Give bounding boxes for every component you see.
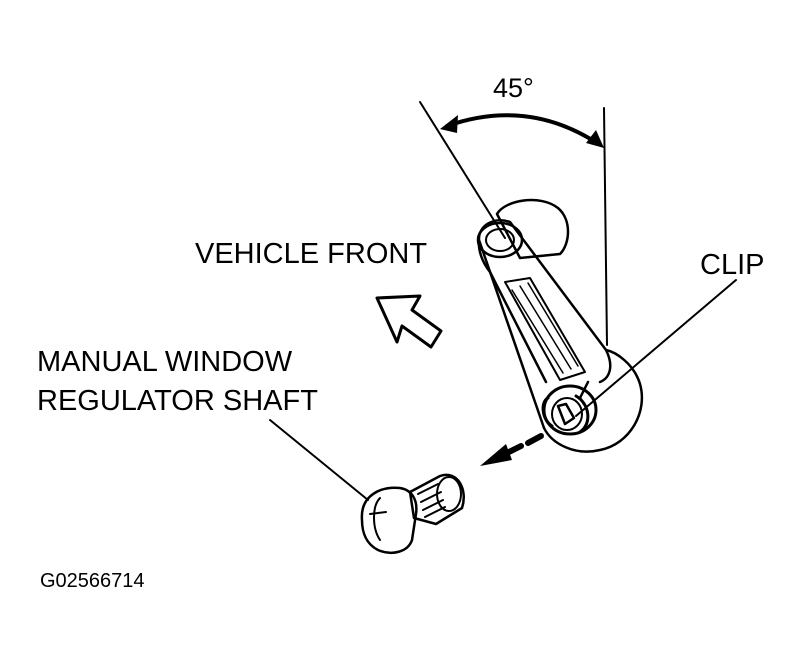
recess-hatch-1 (511, 289, 564, 374)
clip-leader-line (575, 279, 737, 417)
shaft-spline (408, 473, 465, 526)
shaft-spline-end (436, 476, 462, 512)
figure-code: G02566714 (40, 570, 145, 592)
removal-arrow-dash-1 (525, 433, 544, 446)
crank-arm-hub-edge (598, 348, 612, 384)
clip-hook (578, 380, 590, 406)
angle-reference-line-vertical (603, 107, 608, 346)
angle-reference-line-slanted (419, 101, 506, 239)
vehicle-front-arrow-icon (375, 294, 443, 349)
angle-label: 45° (493, 73, 534, 103)
angle-arc (445, 113, 599, 145)
shaft-leader-line (269, 419, 369, 501)
window-crank-handle (476, 198, 644, 453)
crank-hub-inner (551, 397, 583, 431)
crank-arm (477, 219, 644, 453)
shaft-flange-notch (369, 511, 387, 515)
removal-arrowhead (480, 444, 512, 466)
crank-arm-edge (477, 238, 548, 384)
shaft-spline-rib-4 (424, 506, 446, 518)
crank-knob (495, 198, 570, 260)
recess-hatch-3 (527, 282, 579, 367)
vehicle-front-label: VEHICLE FRONT (195, 238, 427, 270)
crank-arm-recess (504, 277, 586, 381)
shaft-spline-rib-3 (422, 499, 444, 511)
shaft-label-line-1: MANUAL WINDOW (37, 346, 293, 378)
angle-arc-arrowhead-left (440, 115, 458, 133)
removal-direction-arrow (480, 433, 544, 466)
angle-arc-arrowhead-right (586, 130, 604, 148)
shaft-flange-face (373, 497, 381, 541)
shaft-spline-rib-2 (420, 491, 442, 503)
regulator-shaft (360, 473, 465, 554)
shaft-label-line-2: REGULATOR SHAFT (37, 385, 318, 417)
crank-knob-hole (485, 228, 515, 252)
vehicle-front-arrow (375, 294, 443, 349)
shaft-spline-rib-1 (417, 483, 439, 495)
removal-arrow-dash-2 (506, 443, 524, 455)
angle-indicator: 45° (419, 73, 608, 346)
recess-hatch-2 (519, 285, 572, 370)
shaft-flange (360, 486, 418, 554)
clip-tab (556, 402, 576, 426)
clip-label: CLIP (700, 249, 764, 281)
